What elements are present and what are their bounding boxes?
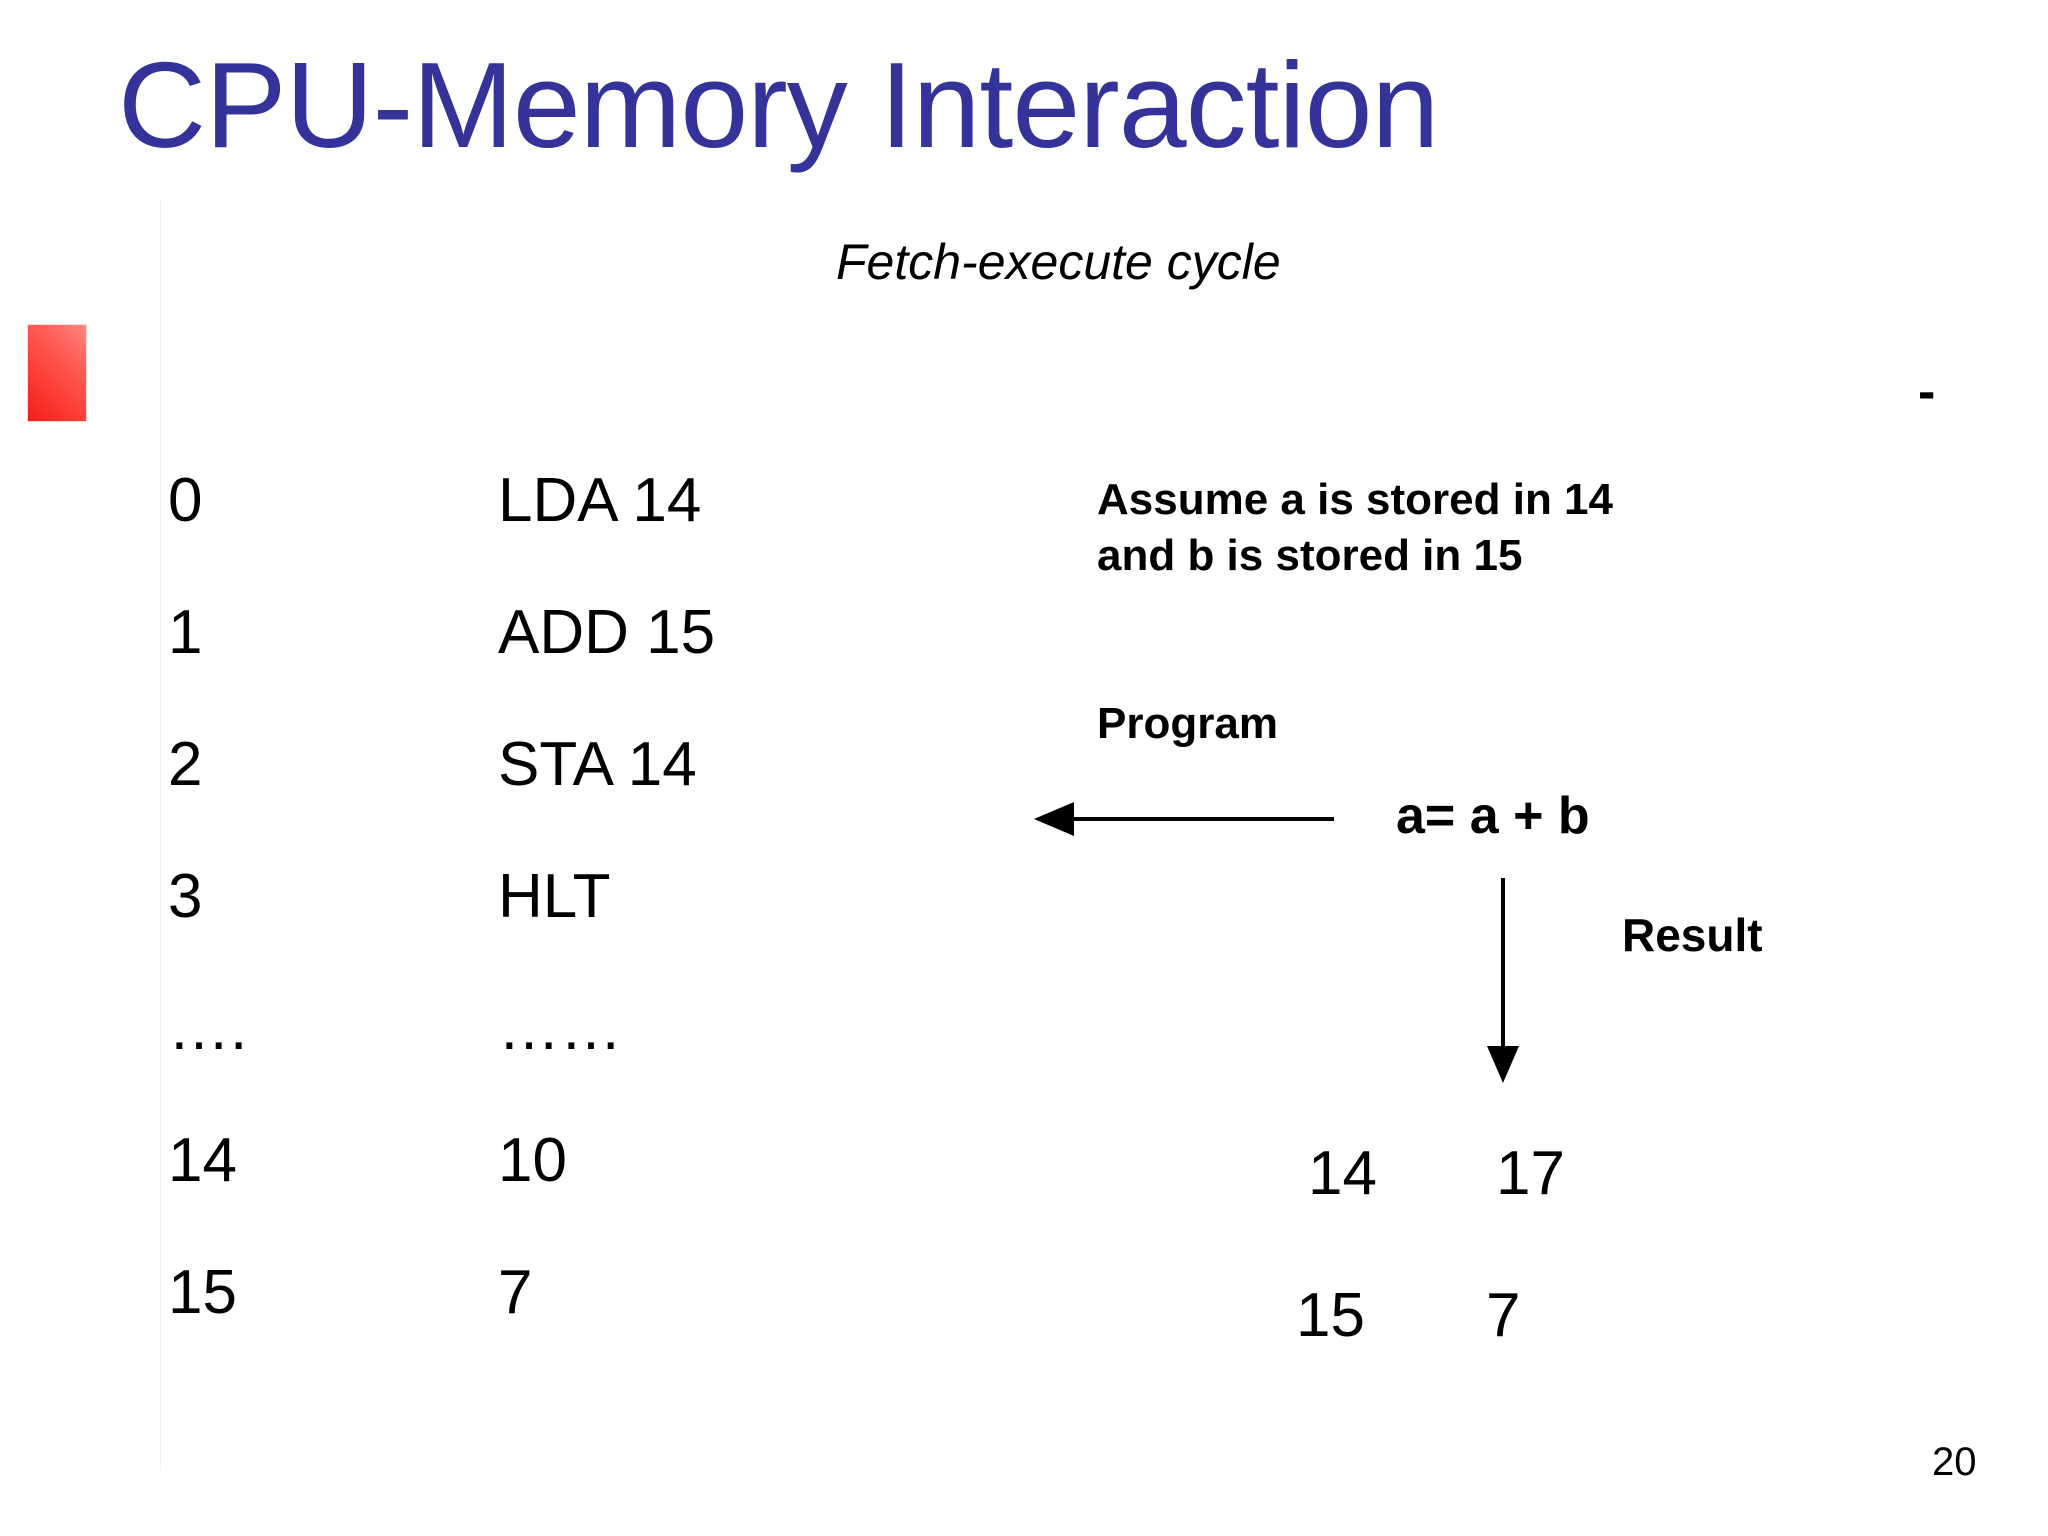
result-address: 14 bbox=[1308, 1139, 1377, 1208]
program-label: Program bbox=[1097, 699, 1278, 748]
result-address: 15 bbox=[1296, 1281, 1365, 1350]
page-number: 20 bbox=[1932, 1440, 1977, 1484]
stray-dash-mark: - bbox=[1918, 363, 1936, 421]
memory-content: 7 bbox=[498, 1258, 533, 1327]
memory-content: ADD 15 bbox=[498, 598, 716, 667]
memory-listing-table: 0 LDA 14 1 ADD 15 2 STA 14 3 HLT …. …… 1… bbox=[168, 470, 848, 1394]
memory-content: LDA 14 bbox=[498, 466, 702, 535]
memory-content: HLT bbox=[498, 862, 611, 931]
assume-note-text: Assume a is stored in 14 and b is stored… bbox=[1097, 475, 1613, 581]
left-arrow-icon bbox=[1034, 802, 1334, 836]
memory-address: 15 bbox=[168, 1258, 237, 1327]
down-arrow-icon bbox=[1487, 878, 1519, 1083]
page-title: CPU-Memory Interaction bbox=[118, 37, 1439, 173]
memory-address: 2 bbox=[168, 730, 203, 799]
result-label: Result bbox=[1622, 909, 1763, 961]
result-value: 7 bbox=[1486, 1281, 1521, 1350]
expression-label: a= a + b bbox=[1396, 787, 1590, 845]
memory-content: STA 14 bbox=[498, 730, 697, 799]
table-row: 1 ADD 15 bbox=[168, 602, 848, 734]
memory-address: 0 bbox=[168, 466, 203, 535]
table-row: 3 HLT bbox=[168, 866, 848, 998]
memory-address: 3 bbox=[168, 862, 203, 931]
memory-content-ellipsis: …… bbox=[498, 994, 622, 1063]
slide-subtitle: Fetch-execute cycle bbox=[836, 234, 1281, 290]
table-row: 0 LDA 14 bbox=[168, 470, 848, 602]
memory-address: 1 bbox=[168, 598, 203, 667]
red-gradient-bullet-block bbox=[27, 324, 87, 422]
memory-address: 14 bbox=[168, 1126, 237, 1195]
table-row: …. …… bbox=[168, 998, 848, 1130]
table-row: 2 STA 14 bbox=[168, 734, 848, 866]
table-row: 14 10 bbox=[168, 1130, 848, 1262]
memory-content: 10 bbox=[498, 1126, 567, 1195]
table-row: 15 7 bbox=[168, 1262, 848, 1394]
content-placeholder-edge bbox=[160, 200, 161, 1470]
memory-address-ellipsis: …. bbox=[168, 994, 248, 1063]
result-value: 17 bbox=[1496, 1139, 1565, 1208]
